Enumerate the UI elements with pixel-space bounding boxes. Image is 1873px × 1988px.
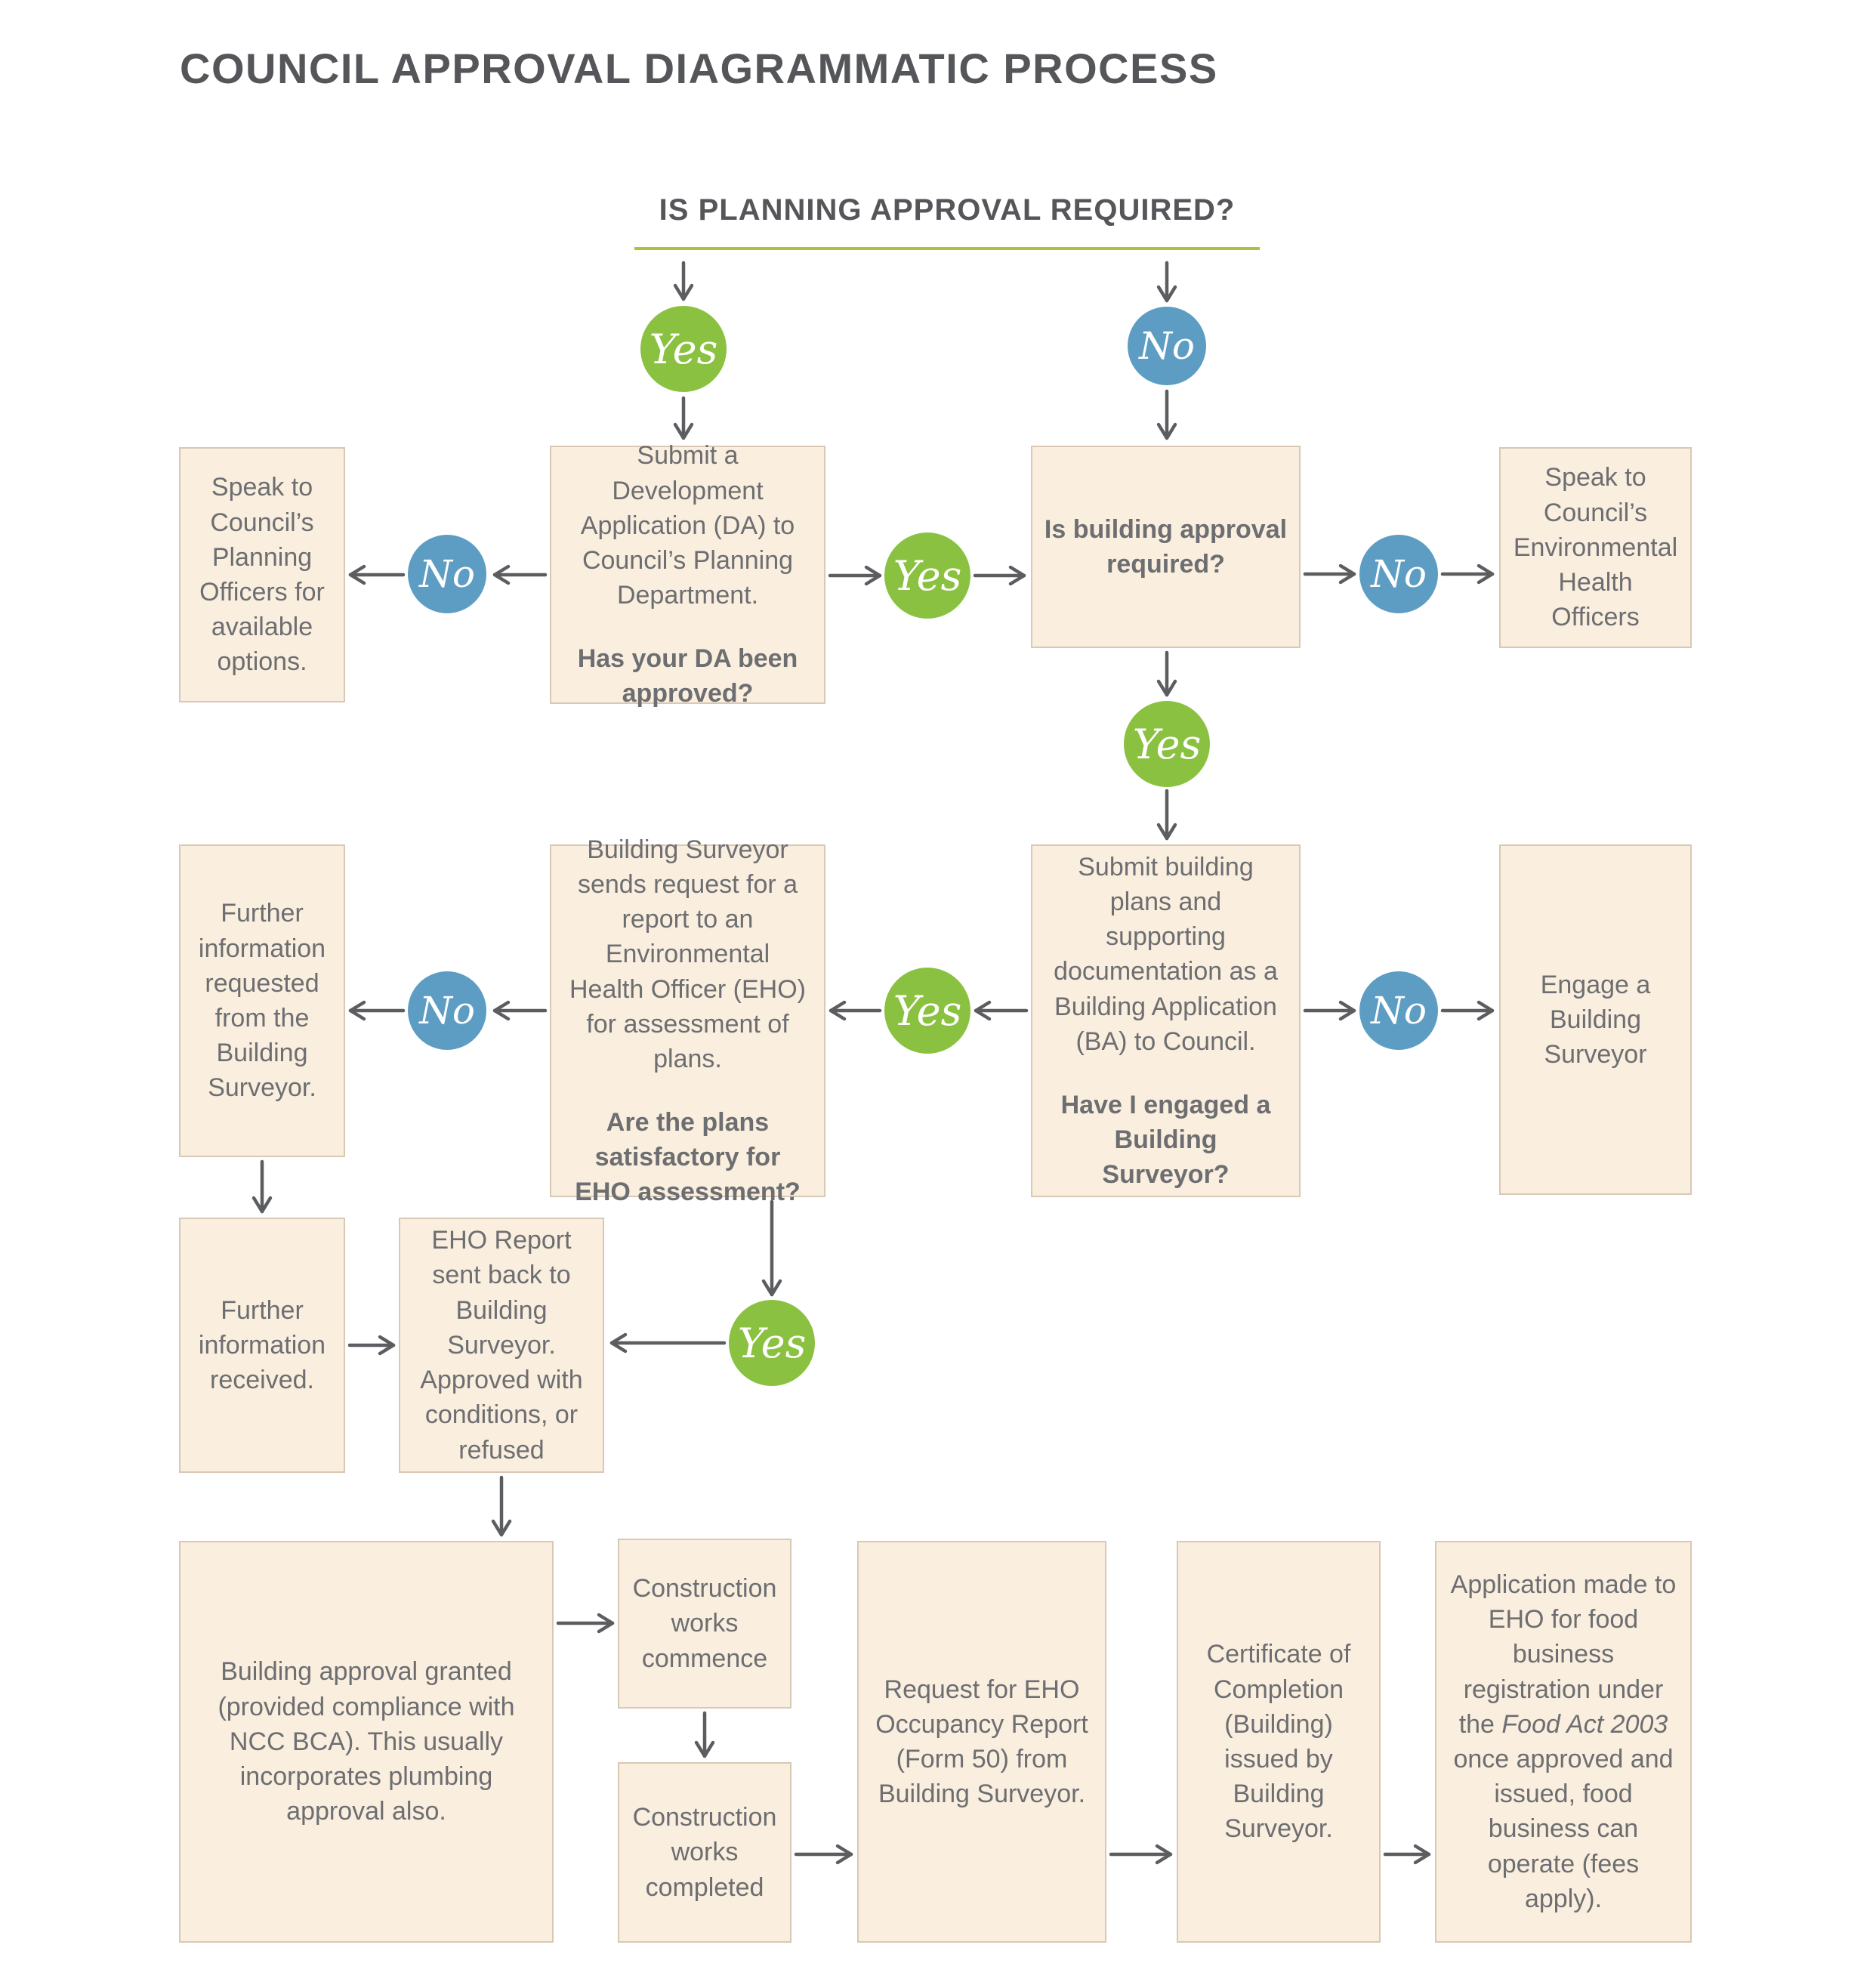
node-text: Request for EHO Occupancy Report (Form 5… [875, 1675, 1088, 1809]
node-text: Building approval granted (provided comp… [218, 1657, 515, 1826]
node-construction-completed: Construction works completed [618, 1762, 791, 1943]
no-label: No [419, 552, 475, 596]
no-label: No [419, 989, 475, 1033]
decision-circle-no-da-approved: No [408, 535, 486, 613]
decision-circle-no-building-approval: No [1359, 535, 1438, 613]
question-header: IS PLANNING APPROVAL REQUIRED? [634, 193, 1260, 250]
no-label: No [1371, 989, 1427, 1033]
node-submit-da: Submit a Development Application (DA) to… [550, 441, 825, 708]
node-speak-environmental-health: Speak to Council’s Environmental Health … [1499, 447, 1692, 648]
node-text: Further information received. [198, 1295, 326, 1395]
node-certificate-completion: Certificate of Completion (Building) iss… [1177, 1541, 1381, 1943]
food-text-post: once approved and issued, food business … [1453, 1745, 1674, 1913]
no-label: No [1139, 324, 1195, 368]
node-text: Submit building plans and supporting doc… [1054, 852, 1278, 1056]
node-text: Building Surveyor sends request for a re… [569, 835, 806, 1074]
node-question: Are the plans satisfactory for EHO asses… [575, 1107, 801, 1207]
yes-label: Yes [1132, 720, 1202, 768]
node-engage-building-surveyor: Engage a Building Surveyor [1499, 844, 1692, 1195]
decision-circle-yes-building-approval: Yes [1124, 701, 1210, 787]
decision-circle-no-plans-satisfactory: No [408, 971, 486, 1050]
node-question: Is building approval required? [1044, 514, 1288, 579]
decision-circle-no-planning: No [1128, 307, 1206, 385]
node-construction-commence: Construction works commence [618, 1539, 791, 1709]
decision-circle-yes-planning: Yes [640, 306, 727, 392]
decision-circle-yes-engaged-surveyor: Yes [884, 968, 970, 1054]
food-text-pre: Application made to EHO for food busines… [1450, 1570, 1677, 1739]
decision-circle-yes-plans-satisfactory: Yes [729, 1300, 815, 1386]
node-text: Further information requested from the B… [198, 899, 326, 1103]
node-text: Engage a Building Surveyor [1540, 970, 1651, 1070]
decision-circle-no-engaged-surveyor: No [1359, 971, 1438, 1050]
node-surveyor-eho-request: Building Surveyor sends request for a re… [550, 835, 825, 1206]
node-building-approval-required: Is building approval required? [1031, 446, 1301, 648]
node-eho-report-back: EHO Report sent back to Building Surveyo… [399, 1218, 604, 1473]
no-label: No [1371, 552, 1427, 596]
node-question: Has your DA been approved? [577, 644, 798, 708]
node-text: Certificate of Completion (Building) iss… [1206, 1640, 1351, 1844]
node-speak-planning-officers: Speak to Council’s Planning Officers for… [179, 447, 345, 702]
node-text: Construction works commence [632, 1574, 777, 1673]
node-text: Construction works completed [632, 1803, 777, 1902]
node-submit-building-application: Submit building plans and supporting doc… [1031, 844, 1301, 1197]
node-further-info-requested: Further information requested from the B… [179, 844, 345, 1157]
node-text: EHO Report sent back to Building Surveyo… [420, 1226, 583, 1465]
node-text: Speak to Council’s Environmental Health … [1513, 463, 1678, 632]
food-act-italic: Food Act 2003 [1501, 1709, 1668, 1739]
node-building-approval-granted: Building approval granted (provided comp… [179, 1541, 554, 1943]
page-title: COUNCIL APPROVAL DIAGRAMMATIC PROCESS [180, 45, 1218, 92]
node-text: Submit a Development Application (DA) to… [580, 441, 795, 610]
node-question: Have I engaged a Building Surveyor? [1060, 1090, 1271, 1190]
yes-label: Yes [893, 986, 962, 1035]
yes-label: Yes [649, 325, 718, 373]
yes-label: Yes [893, 551, 962, 600]
decision-circle-yes-da-approved: Yes [884, 532, 970, 619]
node-text: Speak to Council’s Planning Officers for… [199, 473, 325, 677]
yes-label: Yes [737, 1319, 807, 1367]
node-further-info-received: Further information received. [179, 1218, 345, 1473]
node-food-business-registration: Application made to EHO for food busines… [1435, 1541, 1692, 1943]
node-request-occupancy-report: Request for EHO Occupancy Report (Form 5… [857, 1541, 1106, 1943]
node-text: Application made to EHO for food busines… [1449, 1567, 1678, 1916]
